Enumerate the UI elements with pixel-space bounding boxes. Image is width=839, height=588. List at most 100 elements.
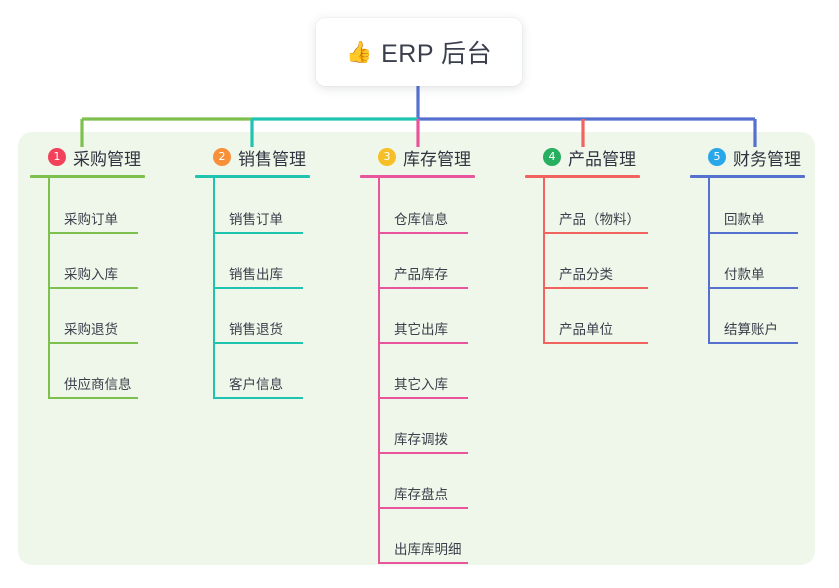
- leaf-item[interactable]: 其它入库: [378, 343, 475, 399]
- leaf-item[interactable]: 产品分类: [543, 233, 648, 289]
- leaf-item-rule: [543, 342, 648, 344]
- leaf-item-rule: [48, 232, 138, 234]
- leaf-item-label: 库存盘点: [394, 487, 448, 502]
- leaf-item[interactable]: 仓库信息: [378, 178, 475, 234]
- leaf-item-rule: [48, 342, 138, 344]
- column-2: 2 销售管理销售订单销售出库销售退货客户信息: [195, 144, 310, 399]
- leaf-item-label: 产品库存: [394, 267, 448, 282]
- column-items-3: 仓库信息产品库存其它出库其它入库库存调拨库存盘点出库库明细: [360, 178, 475, 564]
- leaf-item-rule: [378, 507, 468, 509]
- leaf-item[interactable]: 产品库存: [378, 233, 475, 289]
- leaf-item[interactable]: 库存调拨: [378, 398, 475, 454]
- leaf-item[interactable]: 回款单: [708, 178, 805, 234]
- thumbs-up-icon: 👍: [345, 40, 373, 64]
- leaf-item-label: 其它入库: [394, 377, 448, 392]
- leaf-item-rule: [213, 397, 303, 399]
- leaf-item-rule: [48, 397, 138, 399]
- leaf-item-rule: [378, 342, 468, 344]
- column-3: 3 库存管理仓库信息产品库存其它出库其它入库库存调拨库存盘点出库库明细: [360, 144, 475, 564]
- leaf-item-rule: [213, 342, 303, 344]
- leaf-item[interactable]: 其它出库: [378, 288, 475, 344]
- column-badge-2: 2: [213, 148, 231, 166]
- column-title-5: 财务管理: [733, 149, 801, 169]
- leaf-item[interactable]: 销售订单: [213, 178, 310, 234]
- leaf-item-label: 供应商信息: [64, 377, 132, 392]
- leaf-item-rule: [378, 232, 468, 234]
- column-spine-3: [378, 178, 380, 563]
- leaf-item[interactable]: 产品（物料）: [543, 178, 648, 234]
- leaf-item-label: 采购订单: [64, 212, 118, 227]
- leaf-item-label: 销售退货: [229, 322, 283, 337]
- leaf-item-label: 产品单位: [559, 322, 613, 337]
- leaf-item-label: 产品（物料）: [559, 212, 640, 227]
- leaf-item-label: 回款单: [724, 212, 765, 227]
- leaf-item-rule: [378, 397, 468, 399]
- leaf-item-rule: [213, 287, 303, 289]
- column-items-1: 采购订单采购入库采购退货供应商信息: [30, 178, 145, 399]
- leaf-item-label: 付款单: [724, 267, 765, 282]
- column-items-4: 产品（物料） 产品分类产品单位: [525, 178, 648, 344]
- leaf-item[interactable]: 产品单位: [543, 288, 648, 344]
- column-badge-4: 4: [543, 148, 561, 166]
- leaf-item-rule: [378, 452, 468, 454]
- leaf-item-rule: [543, 287, 648, 289]
- leaf-item[interactable]: 出库库明细: [378, 508, 475, 564]
- leaf-item-label: 结算账户: [724, 322, 778, 337]
- leaf-item-rule: [543, 232, 648, 234]
- column-4: 4 产品管理产品（物料） 产品分类产品单位: [525, 144, 648, 344]
- leaf-item[interactable]: 库存盘点: [378, 453, 475, 509]
- column-rule-1: [30, 175, 145, 178]
- column-badge-1: 1: [48, 148, 66, 166]
- leaf-item-label: 销售订单: [229, 212, 283, 227]
- leaf-item-rule: [708, 232, 798, 234]
- column-5: 5 财务管理回款单付款单结算账户: [690, 144, 805, 344]
- leaf-item-rule: [708, 342, 798, 344]
- column-rule-5: [690, 175, 805, 178]
- column-badge-3: 3: [378, 148, 396, 166]
- leaf-item-label: 采购入库: [64, 267, 118, 282]
- column-1: 1 采购管理采购订单采购入库采购退货供应商信息: [30, 144, 145, 399]
- column-items-5: 回款单付款单结算账户: [690, 178, 805, 344]
- column-title-4: 产品管理: [568, 149, 636, 169]
- column-title-3: 库存管理: [403, 149, 471, 169]
- leaf-item[interactable]: 采购订单: [48, 178, 145, 234]
- leaf-item[interactable]: 供应商信息: [48, 343, 145, 399]
- leaf-item-rule: [213, 232, 303, 234]
- column-spine-4: [543, 178, 545, 343]
- diagram-panel: [18, 132, 815, 565]
- leaf-item[interactable]: 销售退货: [213, 288, 310, 344]
- leaf-item-label: 其它出库: [394, 322, 448, 337]
- leaf-item-label: 库存调拨: [394, 432, 448, 447]
- leaf-item[interactable]: 结算账户: [708, 288, 805, 344]
- column-title-1: 采购管理: [73, 149, 141, 169]
- leaf-item[interactable]: 付款单: [708, 233, 805, 289]
- leaf-item-label: 采购退货: [64, 322, 118, 337]
- column-header-1[interactable]: 1 采购管理: [30, 144, 145, 170]
- column-header-2[interactable]: 2 销售管理: [195, 144, 310, 170]
- leaf-item[interactable]: 客户信息: [213, 343, 310, 399]
- leaf-item-label: 销售出库: [229, 267, 283, 282]
- leaf-item-label: 客户信息: [229, 377, 283, 392]
- leaf-item-label: 仓库信息: [394, 212, 448, 227]
- column-header-5[interactable]: 5 财务管理: [690, 144, 805, 170]
- leaf-item-rule: [378, 562, 468, 564]
- root-title: ERP 后台: [381, 40, 493, 68]
- leaf-item[interactable]: 采购退货: [48, 288, 145, 344]
- leaf-item[interactable]: 采购入库: [48, 233, 145, 289]
- column-rule-3: [360, 175, 475, 178]
- column-title-2: 销售管理: [238, 149, 306, 169]
- column-header-3[interactable]: 3 库存管理: [360, 144, 475, 170]
- column-header-4[interactable]: 4 产品管理: [525, 144, 640, 170]
- leaf-item-rule: [708, 287, 798, 289]
- column-spine-5: [708, 178, 710, 343]
- column-badge-5: 5: [708, 148, 726, 166]
- column-rule-4: [525, 175, 640, 178]
- leaf-item-label: 出库库明细: [394, 542, 462, 557]
- leaf-item-rule: [378, 287, 468, 289]
- leaf-item-rule: [48, 287, 138, 289]
- leaf-item[interactable]: 销售出库: [213, 233, 310, 289]
- column-rule-2: [195, 175, 310, 178]
- root-node[interactable]: 👍 ERP 后台: [316, 18, 522, 86]
- root-node-content: 👍 ERP 后台: [346, 34, 492, 70]
